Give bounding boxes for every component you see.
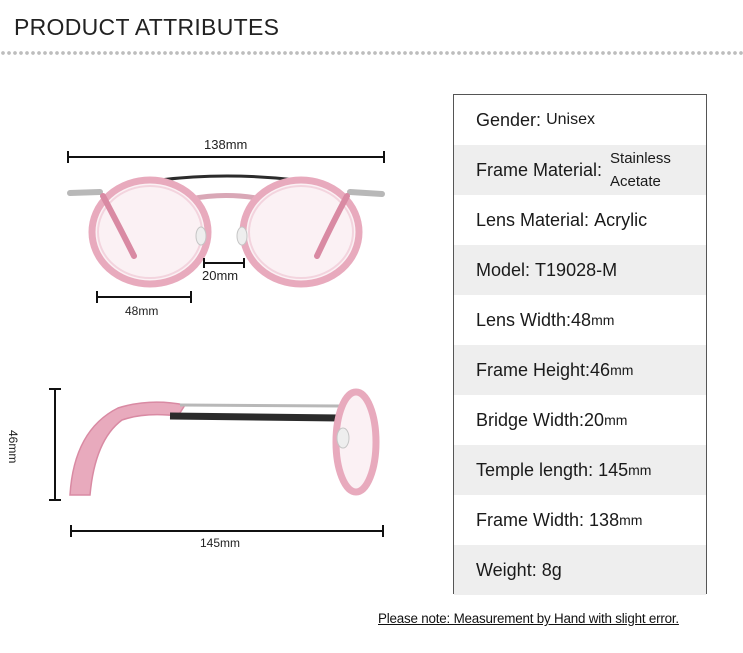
spec-row-weight: Weight: 8g: [454, 545, 706, 595]
model-label: Model:: [476, 259, 531, 280]
right-nose-pad: [236, 226, 248, 246]
gender-value: Unisex: [546, 111, 595, 128]
temple-arm-pink: [69, 401, 187, 496]
left-nose-pad: [195, 226, 207, 246]
left-hinge: [67, 189, 103, 196]
frame-width-spec-value: 138: [589, 509, 620, 530]
gender-label: Gender:: [476, 109, 542, 130]
temple-arm-metal-top: [179, 403, 341, 408]
bridge-width-spec-value: 20: [584, 409, 605, 430]
bridge-width-spec-unit: mm: [604, 412, 628, 428]
lens-width-label: 48mm: [125, 304, 159, 318]
lens-width-spec-value: 48: [571, 309, 592, 330]
frame-material-value-line1: Stainless: [610, 150, 671, 167]
weight-label: Weight:: [476, 559, 537, 580]
frame-width-label: 138mm: [204, 137, 248, 152]
right-lens-inner: [248, 185, 354, 279]
frame-height-spec-unit: mm: [610, 362, 634, 378]
frame-material-value-line2: Acetate: [610, 173, 661, 190]
bridge-width-spec-label: Bridge Width:: [476, 409, 585, 430]
lens-width-spec-unit: mm: [591, 312, 615, 328]
page-title: PRODUCT ATTRIBUTES: [14, 14, 280, 40]
spec-table: Gender: Unisex Frame Material: Stainless…: [453, 94, 707, 595]
temple-length-label: 145mm: [200, 536, 241, 550]
frame-height-dimension-line: [49, 388, 61, 501]
temple-length-spec-value: 145: [598, 459, 629, 480]
frame-width-dimension-line: [67, 151, 385, 163]
lens-width-spec-label: Lens Width:: [476, 309, 572, 330]
lens-material-label: Lens Material:: [476, 209, 590, 230]
temple-length-dimension-line: [70, 525, 384, 537]
measurement-note: Please note: Measurement by Hand with sl…: [378, 611, 679, 626]
model-value: T19028-M: [535, 259, 618, 280]
frame-height-spec-label: Frame Height:: [476, 359, 591, 380]
temple-length-spec-label: Temple length:: [476, 459, 594, 480]
temple-arm-metal: [169, 412, 341, 422]
spec-row-frame-material: Frame Material: Stainless Acetate: [454, 145, 706, 195]
frame-height-label: 46mm: [6, 430, 20, 464]
temple-length-spec-unit: mm: [628, 462, 652, 478]
left-lens-rim: [88, 176, 212, 288]
frame-width-spec-unit: mm: [619, 512, 643, 528]
spec-row-lens-material: Lens Material: Acrylic: [454, 195, 706, 245]
frame-width-spec-label: Frame Width:: [476, 509, 585, 530]
left-temple-tip: [100, 193, 137, 259]
bridge-dimension-line: [203, 258, 245, 268]
right-hinge: [347, 189, 385, 197]
frame-height-spec-value: 46: [590, 359, 611, 380]
spec-row-gender: Gender: Unisex: [454, 95, 706, 145]
frame-material-label: Frame Material:: [476, 159, 603, 180]
weight-value: 8g: [541, 559, 562, 580]
lens-width-dimension-line: [96, 291, 192, 303]
right-temple-tip: [314, 193, 350, 259]
bridge-width-label: 20mm: [202, 268, 239, 283]
dotted-divider: [0, 50, 743, 56]
front-frame-side: [332, 388, 380, 496]
lens-material-value: Acrylic: [594, 209, 648, 230]
spec-row-model: Model: T19028-M: [454, 245, 706, 295]
top-bar: [159, 174, 297, 182]
nose-pad-side: [336, 427, 350, 449]
frame-material-value: Stainless Acetate: [610, 147, 671, 193]
